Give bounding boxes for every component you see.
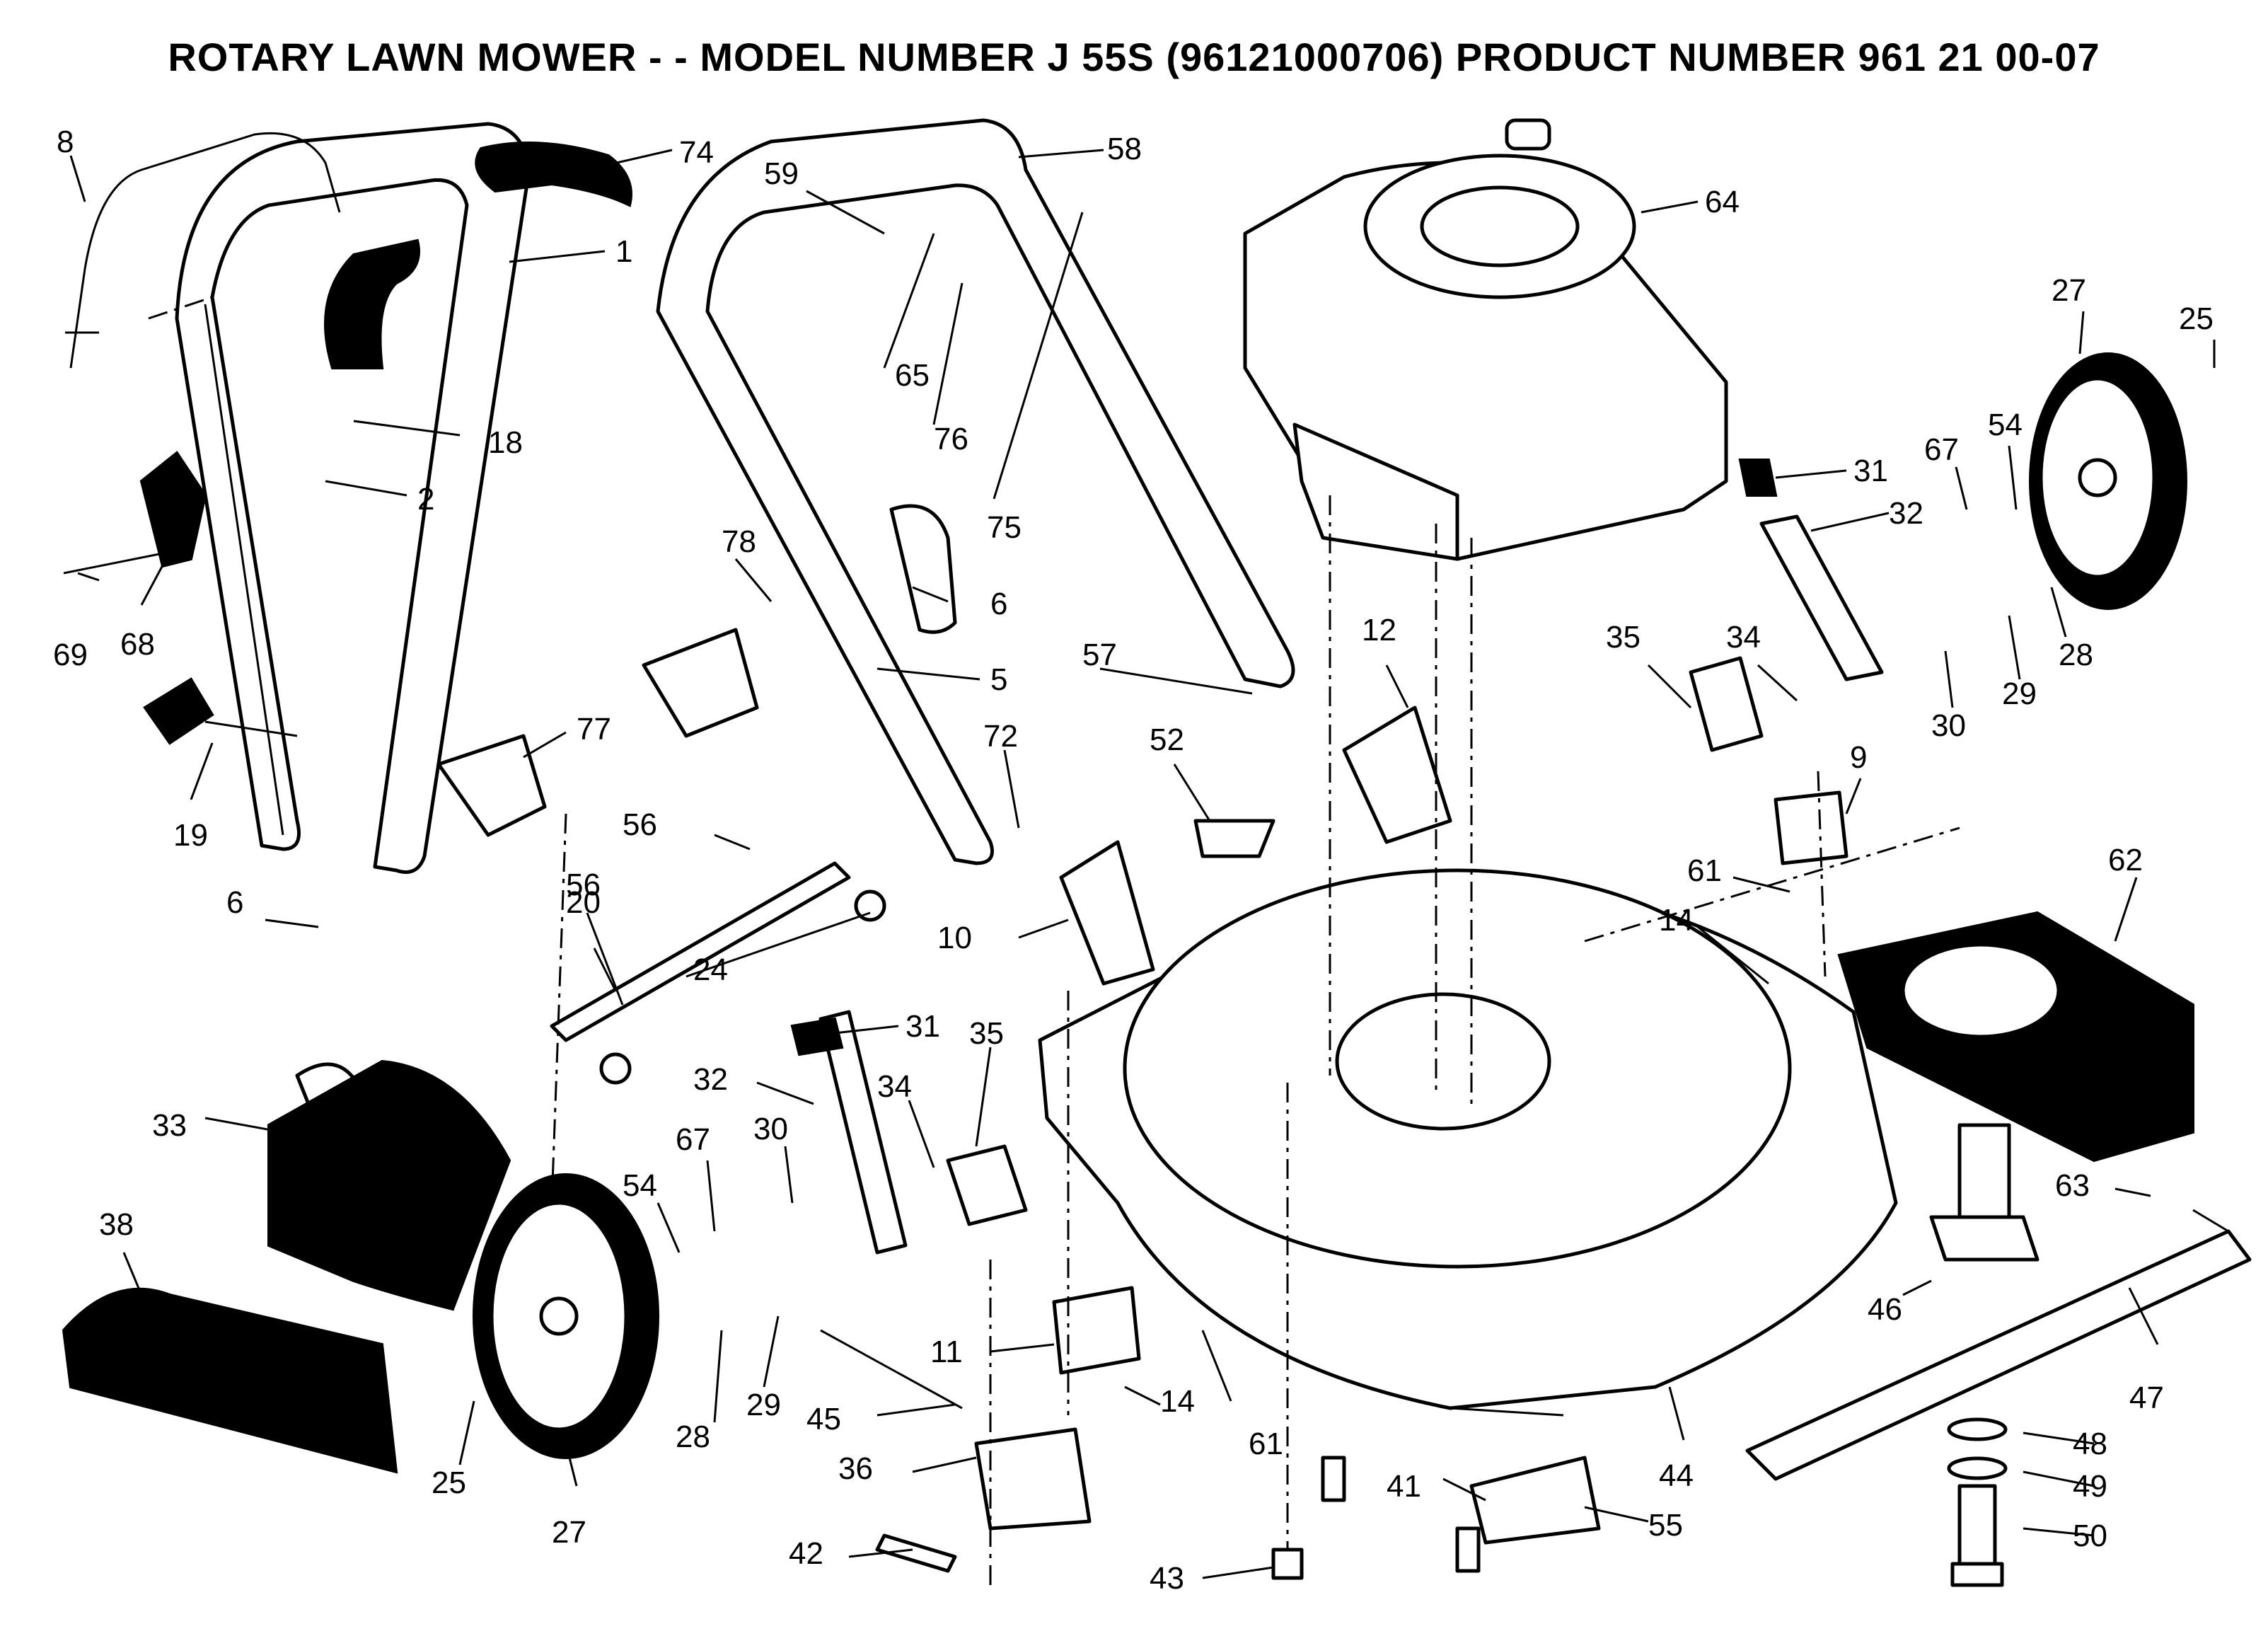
callout-label: 6 xyxy=(990,587,1007,621)
blade-bolt-50 xyxy=(1947,1417,2008,1587)
blade-47 xyxy=(1745,1209,2252,1481)
callout-label: 5 xyxy=(990,662,1007,697)
callout-label: 78 xyxy=(722,524,756,559)
callout-label: 27 xyxy=(552,1515,586,1550)
upper-handle xyxy=(175,122,531,874)
callout-label: 34 xyxy=(1726,620,1761,655)
callout-label: 30 xyxy=(1931,708,1966,743)
callout-label: 46 xyxy=(1868,1292,1902,1327)
blade-adapter-46 xyxy=(1929,1123,2040,1262)
deck-44 xyxy=(1038,868,1898,1417)
callout-label: 54 xyxy=(1988,408,2023,442)
callout-label: 31 xyxy=(906,1009,940,1044)
rear-flap-33 xyxy=(267,1059,511,1311)
callout-label: 55 xyxy=(1648,1508,1683,1543)
wheel-27-right xyxy=(2029,352,2187,610)
callout-label: 63 xyxy=(2055,1168,2090,1203)
handle-rod-20 xyxy=(550,861,886,1085)
callout-label: 59 xyxy=(764,156,799,191)
callout-label: 67 xyxy=(676,1122,710,1157)
callout-label: 25 xyxy=(432,1465,466,1500)
callout-label: 12 xyxy=(1362,613,1396,647)
callout-label: 24 xyxy=(693,952,728,987)
callout-label: 6 xyxy=(226,885,243,920)
callout-label: 68 xyxy=(120,627,155,662)
callout-label: 10 xyxy=(937,921,972,955)
callout-label: 30 xyxy=(753,1112,788,1146)
callout-label: 77 xyxy=(577,712,611,747)
callout-label: 41 xyxy=(1387,1469,1421,1504)
callout-label: 48 xyxy=(2073,1427,2107,1461)
callout-label: 65 xyxy=(895,358,930,393)
callout-label: 43 xyxy=(1150,1561,1184,1596)
callout-label: 1 xyxy=(615,234,632,269)
callout-label: 49 xyxy=(2073,1469,2107,1504)
callout-label: 31 xyxy=(1853,454,1888,488)
callout-label: 56 xyxy=(623,807,657,842)
grip-74 xyxy=(324,142,632,369)
callout-label: 2 xyxy=(417,482,434,517)
callout-label: 32 xyxy=(1889,496,1923,531)
callout-label: 19 xyxy=(173,818,208,853)
callout-label: 76 xyxy=(934,422,968,456)
callout-label: 36 xyxy=(838,1451,873,1486)
callout-label: 62 xyxy=(2108,843,2143,877)
discharge-chute-62 xyxy=(1837,911,2194,1163)
callout-label: 35 xyxy=(1606,620,1641,655)
callout-label: 9 xyxy=(1850,740,1867,775)
callout-label: 56 xyxy=(566,868,601,902)
engine-64 xyxy=(1243,118,1728,561)
callout-label: 44 xyxy=(1659,1458,1694,1493)
callout-label: 20 xyxy=(566,885,601,920)
callout-label: 27 xyxy=(2052,273,2086,308)
callout-label: 28 xyxy=(676,1419,710,1454)
callout-label: 18 xyxy=(488,425,523,460)
callout-labels: 8 74 1 59 58 64 65 76 18 2 75 78 6 69 68… xyxy=(53,125,2216,1596)
callout-label: 28 xyxy=(2059,638,2093,672)
callout-label: 57 xyxy=(1082,638,1117,672)
callout-label: 14 xyxy=(1160,1384,1195,1419)
callout-label: 54 xyxy=(623,1168,657,1203)
callout-label: 69 xyxy=(53,638,88,672)
deflector-38 xyxy=(62,1287,398,1474)
callout-label: 8 xyxy=(57,125,74,159)
callout-label: 64 xyxy=(1705,185,1740,219)
callout-label: 38 xyxy=(99,1207,134,1242)
wheel-27-left xyxy=(473,1173,659,1459)
callout-label: 34 xyxy=(877,1069,912,1104)
callout-label: 35 xyxy=(969,1016,1004,1051)
callout-label: 50 xyxy=(2073,1519,2107,1553)
callout-label: 32 xyxy=(693,1062,728,1097)
callout-label: 61 xyxy=(1687,853,1722,888)
lower-handle-58 xyxy=(656,118,1295,865)
callout-label: 14 xyxy=(1659,903,1694,938)
callout-label: 47 xyxy=(2129,1381,2164,1415)
height-adjusters xyxy=(790,459,1884,1255)
knob-19 xyxy=(143,677,298,745)
callout-label: 25 xyxy=(2179,301,2214,336)
callout-label: 11 xyxy=(930,1335,963,1369)
callout-label: 61 xyxy=(1249,1427,1283,1461)
callout-label: 45 xyxy=(806,1402,841,1436)
callout-label: 75 xyxy=(987,510,1022,545)
cable-guide-68 xyxy=(63,451,207,575)
callout-label: 58 xyxy=(1107,132,1142,166)
callout-label: 74 xyxy=(679,135,714,170)
callout-label: 29 xyxy=(746,1388,781,1422)
diagram-title: ROTARY LAWN MOWER - - MODEL NUMBER J 55S… xyxy=(168,35,2100,79)
callout-label: 67 xyxy=(1924,432,1959,467)
assembly-lines xyxy=(148,296,1960,1585)
callout-label: 29 xyxy=(2002,676,2037,711)
callout-label: 33 xyxy=(152,1108,187,1143)
callout-label: 72 xyxy=(983,719,1018,754)
callout-label: 52 xyxy=(1150,722,1184,757)
control-bar-8 xyxy=(65,132,341,369)
pivot-brackets xyxy=(820,705,1848,1580)
callout-label: 42 xyxy=(789,1536,823,1571)
